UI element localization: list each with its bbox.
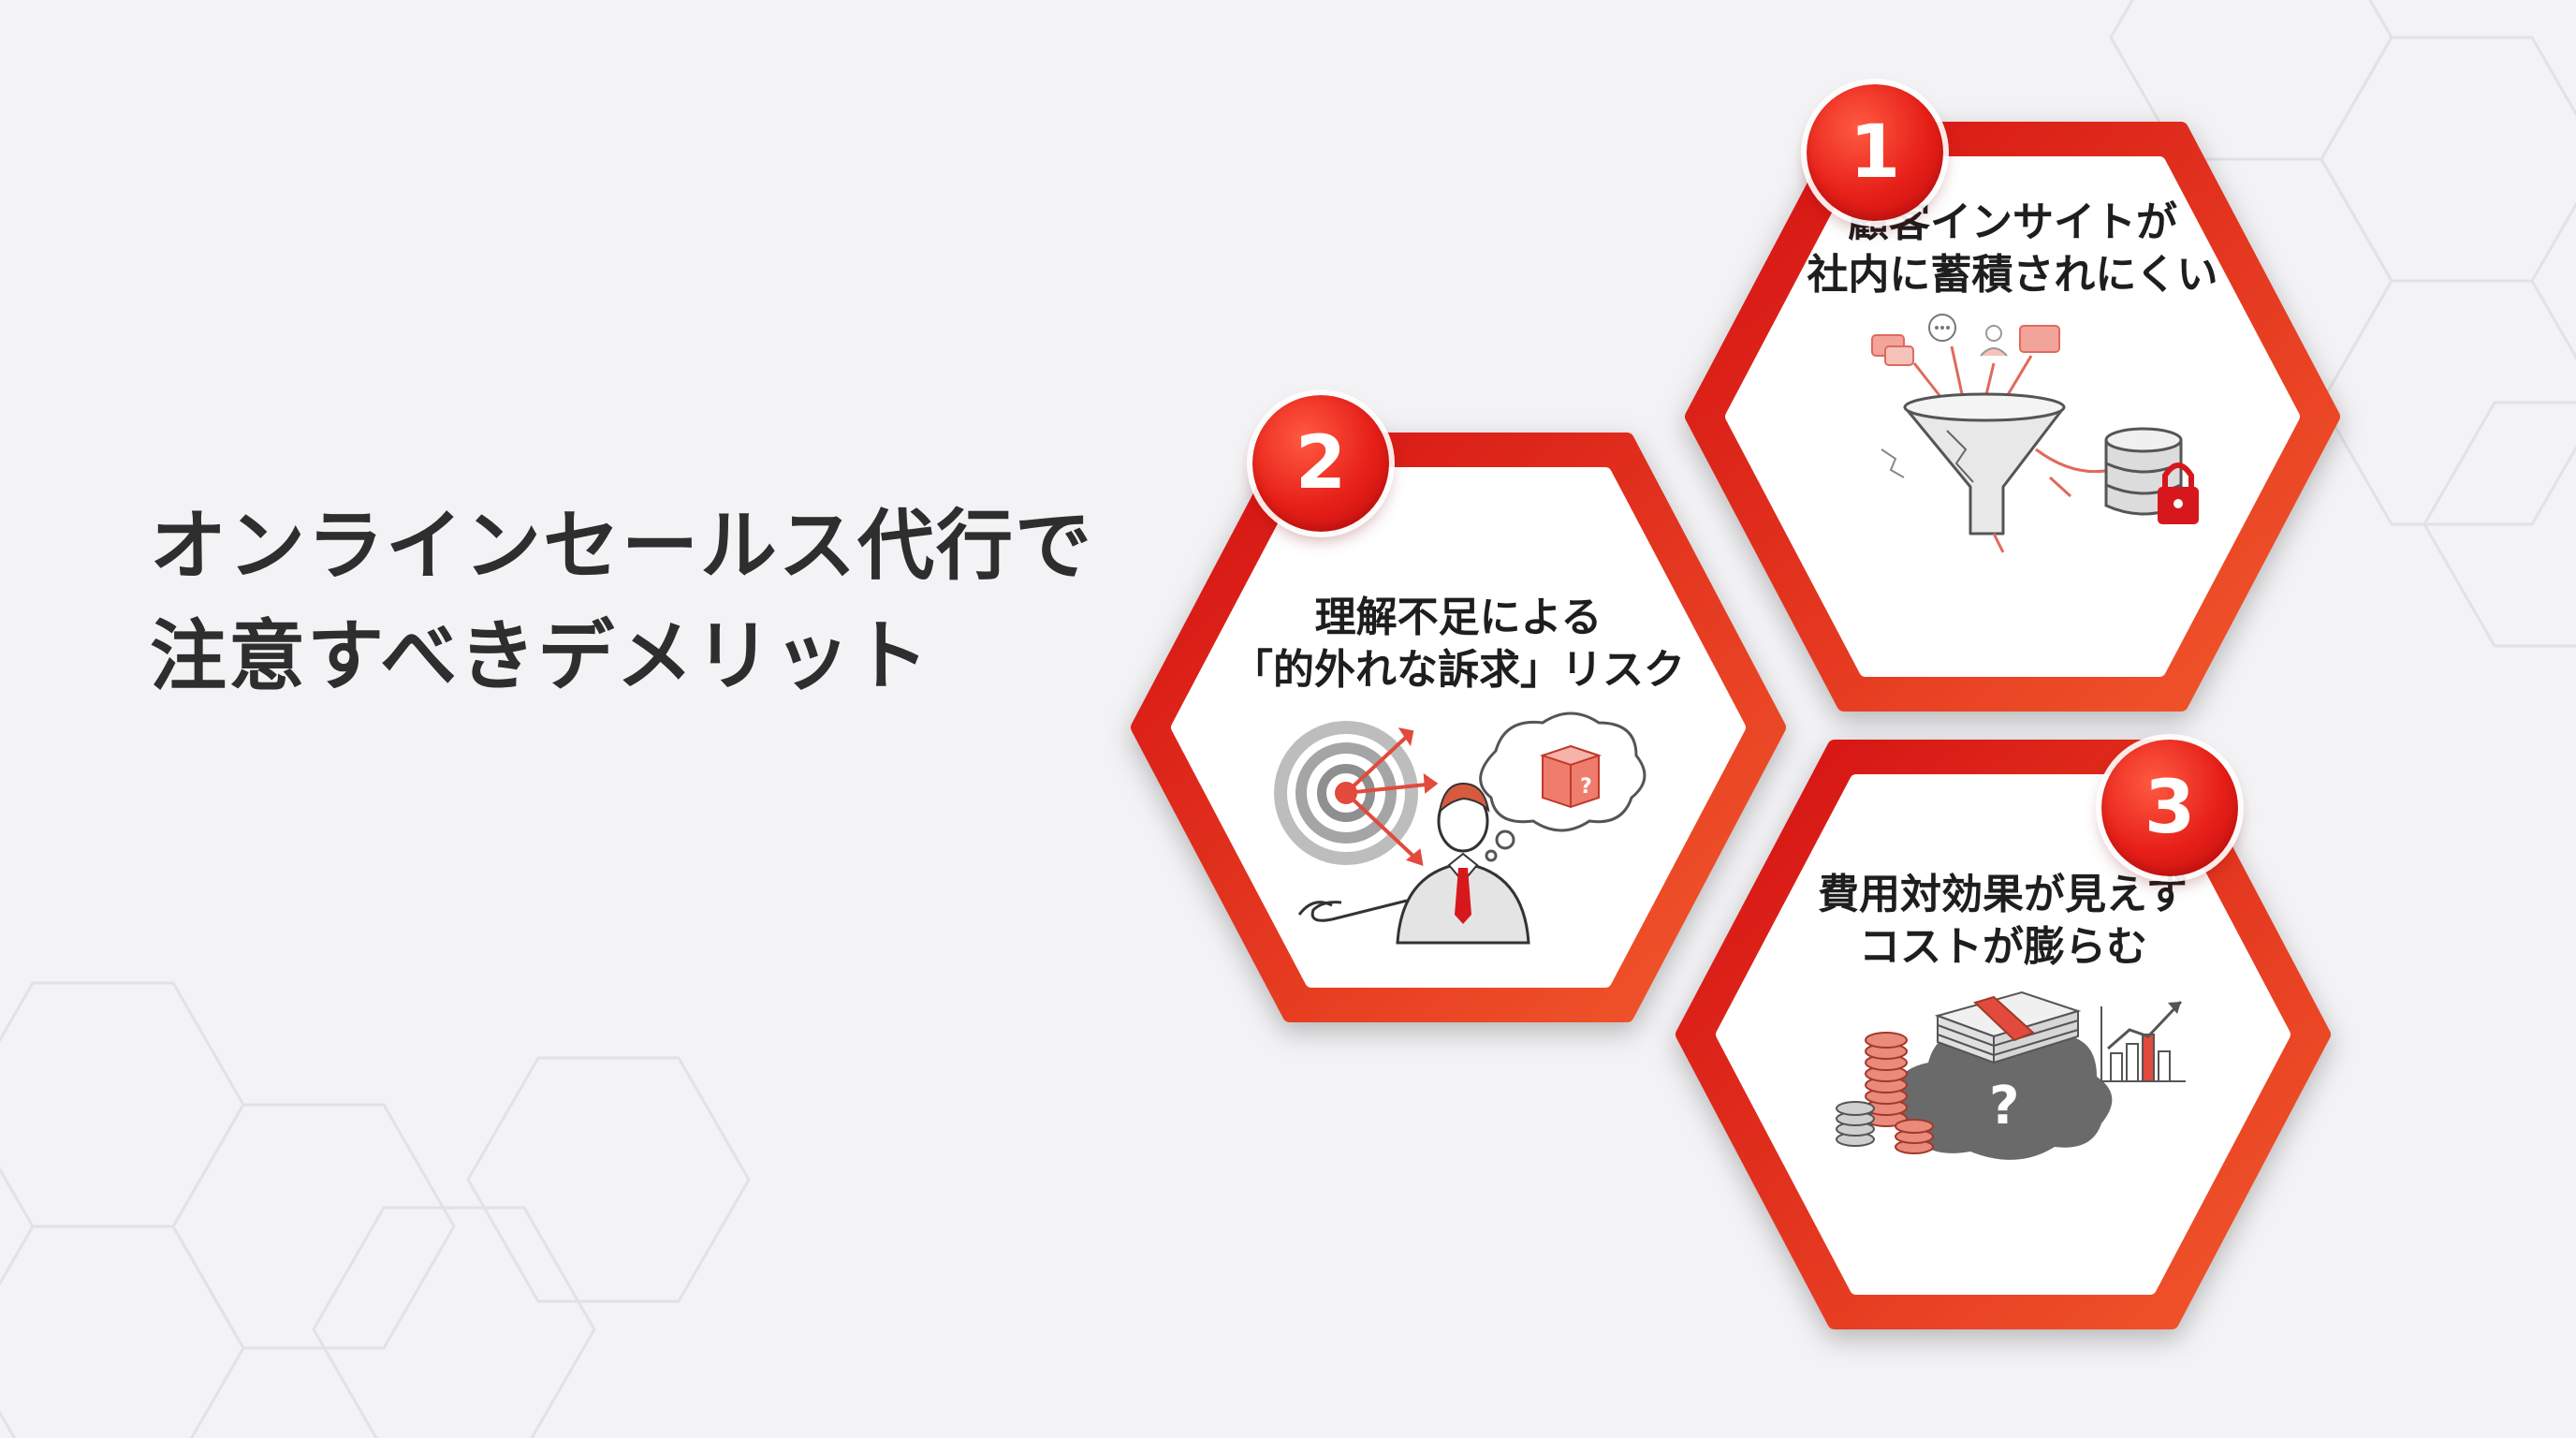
target-missed-person-icon: ? [1274,712,1647,945]
number-badge-1: 1 [1801,79,1949,227]
card-1-title-line-1: 顧客インサイトが [1848,198,2177,246]
disadvantage-card-1: 顧客インサイトが 社内に蓄積されにくい [1685,79,2340,712]
slide-title: オンラインセールス代行で 注意すべきデメリット [150,492,1093,712]
card-3-title-line-2: コストが膨らむ [1859,923,2147,971]
slide-title-line-2: 注意すべきデメリット [150,612,931,701]
number-badge-2: 2 [1247,389,1395,537]
card-2-title-line-1: 理解不足による [1314,594,1603,641]
slide-title-line-1: オンラインセールス代行で [150,502,1094,591]
card-2-title-line-2: 「的外れな訴求」リスク [1232,646,1685,694]
number-badge-3: 3 [2096,734,2244,882]
disadvantage-card-2: 理解不足による 「的外れな訴求」リスク ? [1131,389,1786,1022]
svg-text:?: ? [1989,1076,2019,1137]
disadvantage-card-3: 費用対効果が見えず コストが膨らむ ? [1676,734,2331,1329]
funnel-data-lock-icon [1871,314,2199,553]
card-3-title-line-1: 費用対効果が見えず [1818,871,2188,918]
card-3-title: 費用対効果が見えず コストが膨らむ [1676,869,2331,974]
card-1-title-line-2: 社内に蓄積されにくい [1807,251,2218,299]
card-2-title: 理解不足による 「的外れな訴求」リスク [1131,592,1786,697]
money-cloud-chart-icon: ? [1836,990,2186,1160]
card-1-title: 顧客インサイトが 社内に蓄積されにくい [1685,197,2340,301]
svg-text:?: ? [1580,775,1592,799]
